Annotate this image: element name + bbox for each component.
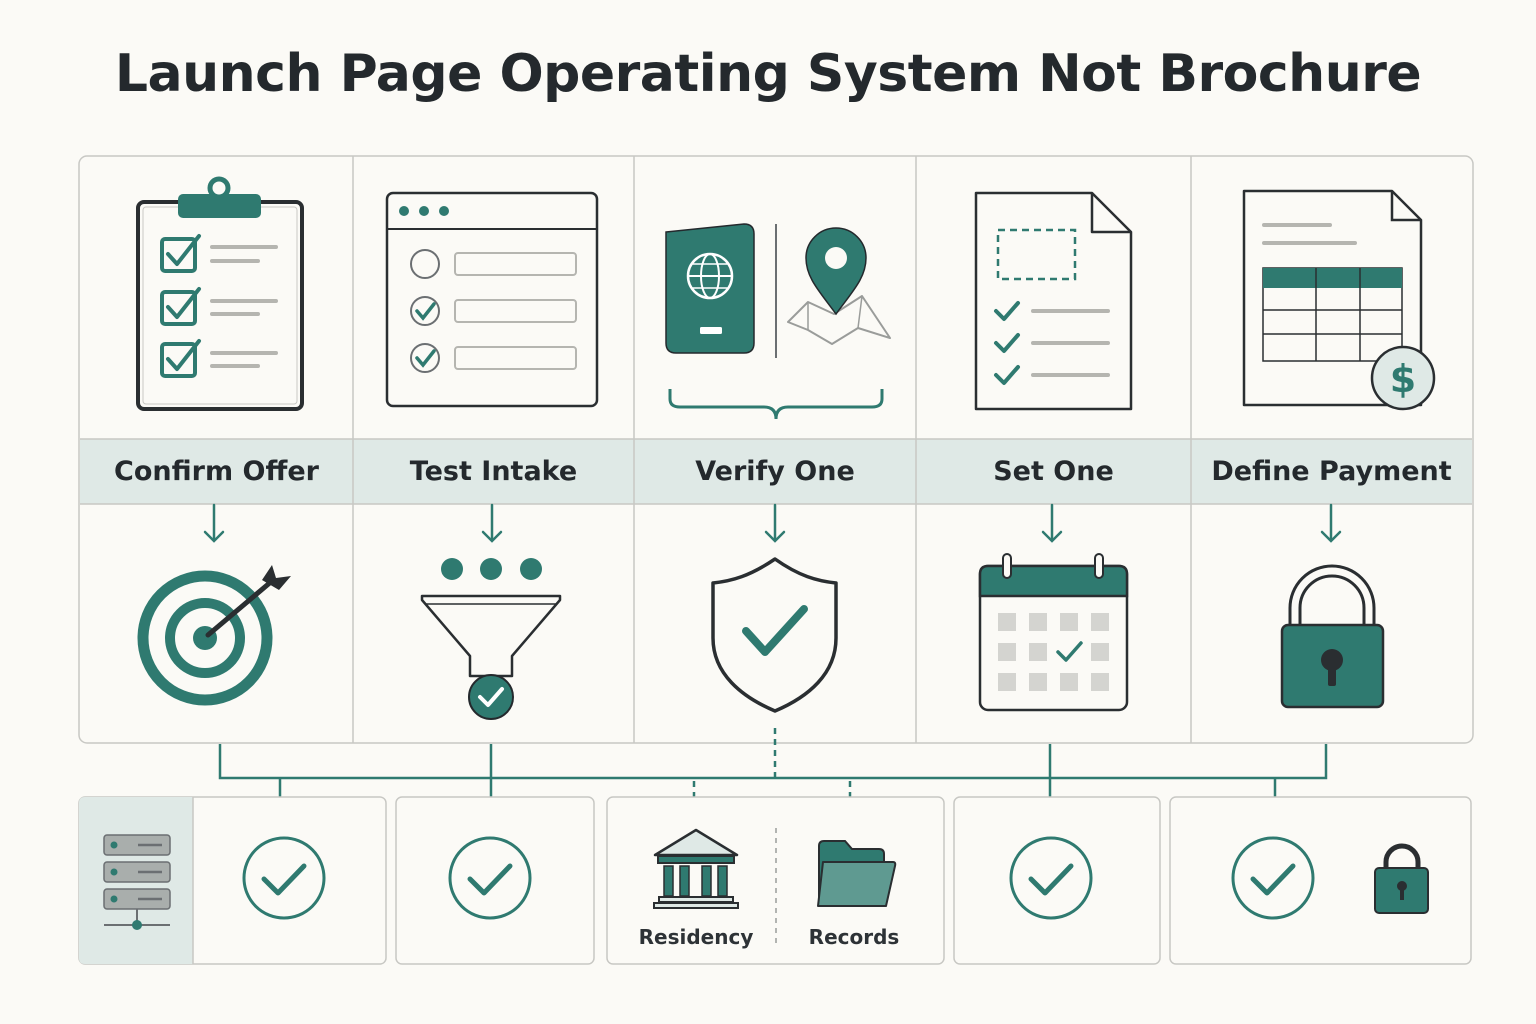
- step-label-verify-one: Verify One: [695, 456, 855, 487]
- funnel-icon: [420, 558, 562, 720]
- calendar-icon: [978, 553, 1129, 712]
- records-label: Records: [808, 925, 900, 949]
- passport-map-icon: [665, 223, 891, 420]
- target-icon: [137, 565, 291, 706]
- folder-icon: [817, 840, 897, 907]
- residency-label: Residency: [638, 925, 754, 949]
- check-circle-icon: [242, 836, 326, 920]
- document-checklist-icon: [974, 191, 1133, 411]
- invoice-table-icon: $: [1242, 189, 1436, 411]
- small-lock-icon: [1374, 843, 1429, 914]
- dashed-connector: [692, 728, 852, 820]
- check-circle-icon: [1009, 836, 1093, 920]
- step-label-set-one: Set One: [993, 456, 1114, 487]
- shield-check-icon: [711, 557, 838, 713]
- padlock-icon: [1280, 564, 1385, 709]
- bank-icon: [653, 828, 739, 909]
- page-title: Launch Page Operating System Not Brochur…: [114, 44, 1422, 104]
- step-label-define-payment: Define Payment: [1211, 456, 1452, 487]
- server-icon: [103, 834, 171, 930]
- step-label-test-intake: Test Intake: [409, 456, 578, 487]
- check-circle-icon: [1231, 836, 1315, 920]
- check-circle-icon: [448, 836, 532, 920]
- connector-lines: [218, 744, 1328, 797]
- form-window-icon: [385, 191, 599, 408]
- down-arrows: [203, 503, 1342, 543]
- clipboard-checklist-icon: [136, 176, 304, 411]
- step-label-confirm-offer: Confirm Offer: [114, 456, 319, 487]
- svg-text:$: $: [1390, 357, 1416, 401]
